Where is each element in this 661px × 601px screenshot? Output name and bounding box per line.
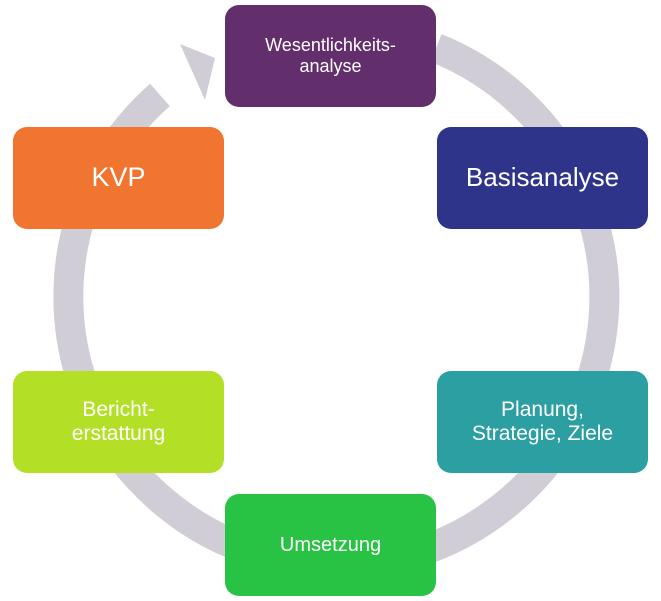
cycle-arc xyxy=(53,34,620,580)
step-planung-strategie-ziele: Planung, Strategie, Ziele xyxy=(437,371,648,473)
step-basisanalyse: Basisanalyse xyxy=(437,127,648,229)
step-umsetzung: Umsetzung xyxy=(225,494,436,596)
step-wesentlichkeitsanalyse: Wesentlichkeits- analyse xyxy=(225,5,436,107)
step-kvp: KVP xyxy=(13,127,224,229)
arrow-head-icon xyxy=(180,44,215,100)
step-berichterstattung: Bericht- erstattung xyxy=(13,371,224,473)
